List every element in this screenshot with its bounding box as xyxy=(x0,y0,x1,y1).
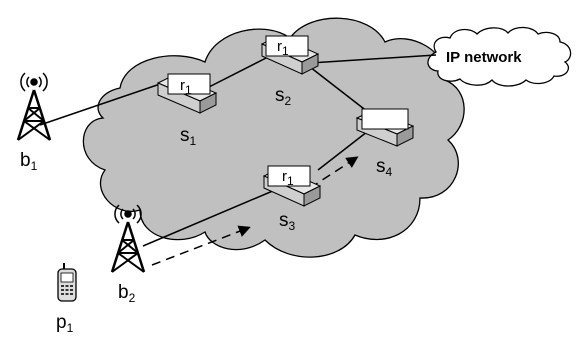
link-s1-s2 xyxy=(206,56,269,89)
switch-s1: r1 xyxy=(156,73,218,114)
rule-box-s1 xyxy=(167,73,211,95)
link-b1-s1 xyxy=(39,82,164,126)
svg-text:b2: b2 xyxy=(118,282,136,305)
s4-sub: 4 xyxy=(386,165,393,179)
link-s2-ip xyxy=(309,54,437,64)
s4-label: s xyxy=(376,156,386,177)
antenna-tower-icon xyxy=(110,204,146,273)
rule-sub-s3: 1 xyxy=(287,174,294,188)
b2-sub: 2 xyxy=(129,291,136,305)
s1-sub: 1 xyxy=(190,134,197,148)
s3-label: s xyxy=(279,210,289,231)
mobile-phone-p1: p1 xyxy=(56,263,77,335)
base-station-b1: b1 xyxy=(16,72,52,173)
p1-sub: 1 xyxy=(67,321,74,335)
ip-network-cloud xyxy=(427,26,572,87)
rule-box-s2 xyxy=(265,35,309,57)
link-s2-s4 xyxy=(309,66,369,113)
mobile-phone-icon xyxy=(57,263,77,302)
b2-label: b xyxy=(118,282,129,303)
svg-text:r1: r1 xyxy=(282,168,294,188)
ip-network-label: IP network xyxy=(446,49,522,66)
b1-sub: 1 xyxy=(31,159,38,173)
antenna-tower-icon xyxy=(16,72,52,141)
rule-label-s3: r xyxy=(282,168,287,185)
switch-s2: r1 xyxy=(260,35,320,75)
p1-label: p xyxy=(56,312,67,333)
s2-label: s xyxy=(275,85,285,106)
rule-label-s2: r xyxy=(277,38,282,55)
svg-text:s3: s3 xyxy=(279,210,296,233)
svg-text:s4: s4 xyxy=(376,156,393,179)
link-s4-s3 xyxy=(317,127,373,171)
s3-sub: 3 xyxy=(289,219,296,233)
switch-s3: r1 xyxy=(262,165,322,207)
rule-sub-s1: 1 xyxy=(185,83,192,97)
flow-arrow-b2-s3 xyxy=(151,225,251,266)
base-station-b2: b2 xyxy=(110,204,146,305)
rule-label-s1: r xyxy=(180,77,185,94)
svg-text:r1: r1 xyxy=(277,38,289,58)
svg-text:r1: r1 xyxy=(180,77,192,97)
svg-text:p1: p1 xyxy=(56,312,74,335)
b1-label: b xyxy=(20,150,31,171)
svg-text:b1: b1 xyxy=(20,150,38,173)
rule-box-s3 xyxy=(267,165,311,187)
svg-text:s1: s1 xyxy=(180,125,197,148)
rule-sub-s2: 1 xyxy=(282,44,289,58)
flow-arrow-s3-s4 xyxy=(309,156,359,189)
link-s3-b2 xyxy=(142,189,276,247)
s2-sub: 2 xyxy=(285,94,292,108)
switch-s4 xyxy=(355,108,415,147)
svg-text:s2: s2 xyxy=(275,85,292,108)
s1-label: s xyxy=(180,125,190,146)
rule-box-s4 xyxy=(361,108,409,130)
